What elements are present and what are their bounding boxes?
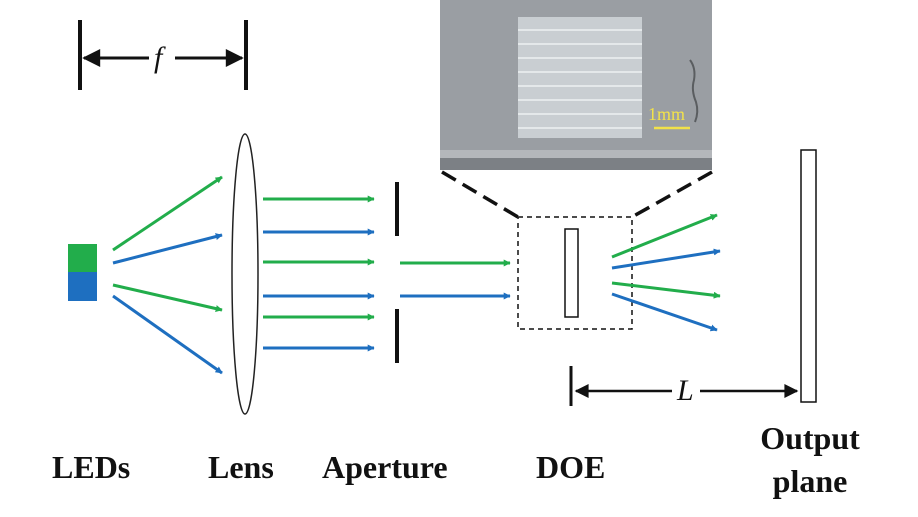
led-source bbox=[68, 244, 97, 301]
focal-length-indicator: f bbox=[78, 20, 248, 90]
collimated-rays bbox=[263, 195, 375, 352]
diffracted-rays bbox=[611, 213, 721, 332]
focal-length-symbol: f bbox=[154, 41, 166, 74]
doe-label: DOE bbox=[536, 449, 605, 485]
leds-label: LEDs bbox=[52, 449, 130, 485]
doe-element bbox=[564, 228, 579, 318]
lens bbox=[231, 133, 259, 415]
aperture-label: Aperture bbox=[322, 449, 448, 485]
output-plane bbox=[800, 149, 817, 403]
aperture-rays bbox=[400, 259, 511, 300]
scale-bar-label: 1mm bbox=[648, 104, 685, 124]
output-plane-label-line1: Output bbox=[760, 420, 860, 456]
led-rays bbox=[112, 175, 223, 375]
distance-symbol: L bbox=[676, 374, 694, 407]
doe-zoom-callout bbox=[441, 170, 713, 330]
lens-label: Lens bbox=[208, 449, 274, 485]
output-plane-label-line2: plane bbox=[773, 463, 848, 499]
distance-indicator: L bbox=[569, 366, 799, 407]
doe-photo-inset: 1mm bbox=[440, 0, 712, 170]
